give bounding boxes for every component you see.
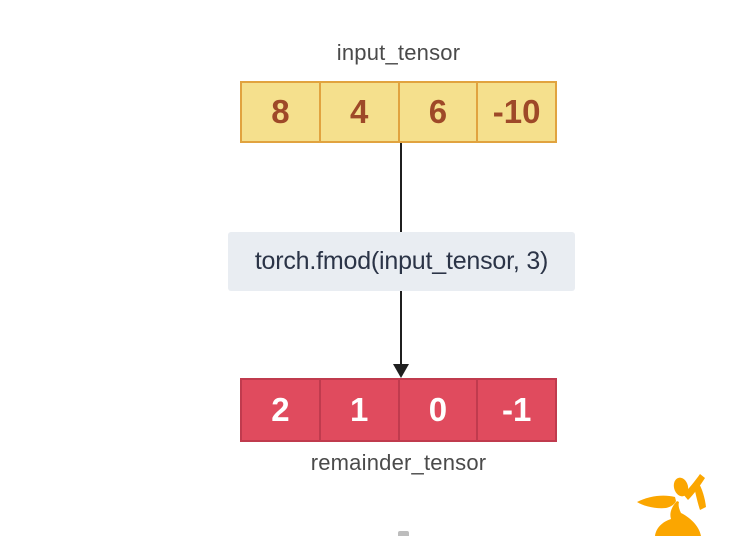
input-tensor-label: input_tensor bbox=[336, 40, 461, 65]
input-tensor-cell: 4 bbox=[318, 83, 398, 141]
operation-code-box: torch.fmod(input_tensor, 3) bbox=[228, 232, 575, 291]
output-tensor-cell: -1 bbox=[476, 380, 555, 440]
output-tensor-label: remainder_tensor bbox=[310, 450, 487, 475]
operation-code-text: torch.fmod(input_tensor, 3) bbox=[254, 247, 549, 275]
input-tensor-cell: 6 bbox=[397, 83, 477, 141]
arrow-line-top bbox=[400, 143, 402, 232]
output-tensor-cell: 0 bbox=[397, 380, 477, 440]
input-tensor-cell: 8 bbox=[271, 93, 290, 130]
down-arrowhead-icon bbox=[393, 364, 409, 378]
output-tensor-cell: 2 bbox=[271, 391, 290, 428]
output-tensor-cell: 1 bbox=[318, 380, 398, 440]
cutoff-text-fragment bbox=[398, 531, 409, 536]
input-tensor: 8 4 6 -10 bbox=[240, 81, 557, 143]
output-tensor: 2 1 0 -1 bbox=[240, 378, 557, 442]
input-tensor-cell: -10 bbox=[476, 83, 555, 141]
fitness-figure-logo-icon bbox=[637, 474, 706, 536]
arrow-line-bottom bbox=[400, 291, 402, 365]
